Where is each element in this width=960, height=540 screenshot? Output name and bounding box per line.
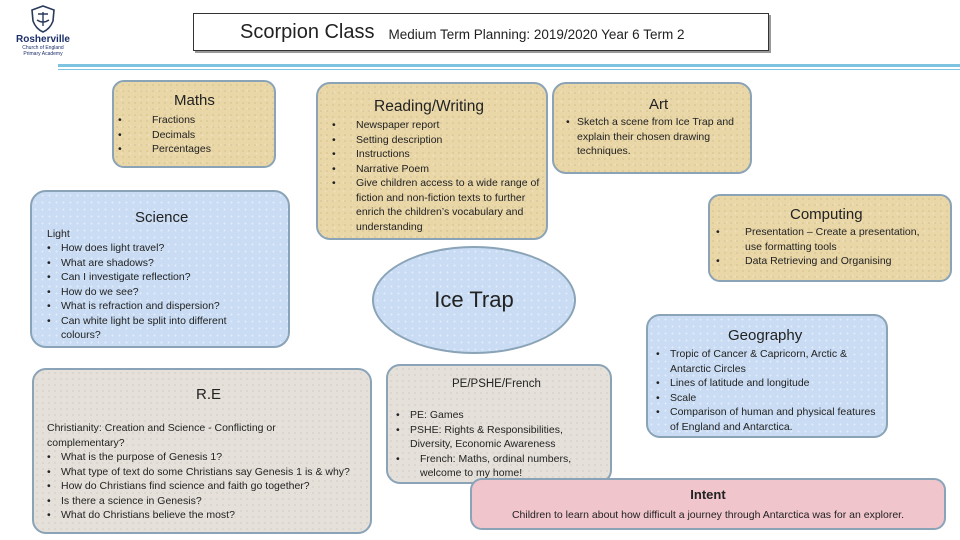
list-item: Decimals (118, 128, 211, 143)
intent-box: Intent Children to learn about how diffi… (470, 478, 946, 530)
list-item: How do we see? (47, 285, 257, 300)
list-item: PSHE: Rights & Responsibilities, Diversi… (396, 423, 592, 452)
list-item: Narrative Poem (332, 162, 542, 177)
geography-box: Geography Tropic of Cancer & Capricorn, … (646, 314, 888, 438)
art-list: Sketch a scene from Ice Trap and explain… (566, 115, 746, 159)
re-box: R.E Christianity: Creation and Science -… (32, 368, 372, 534)
list-item: Is there a science in Genesis? (47, 494, 367, 509)
maths-box: Maths Fractions Decimals Percentages (112, 80, 276, 168)
list-item: Can I investigate reflection? (47, 270, 257, 285)
reading-writing-list: Newspaper report Setting description Ins… (332, 118, 542, 234)
class-title: Scorpion Class (240, 20, 375, 43)
topic-ellipse: Ice Trap (372, 246, 576, 354)
list-item: Comparison of human and physical feature… (656, 405, 876, 434)
reading-writing-title: Reading/Writing (374, 98, 484, 115)
school-logo: Rosherville Church of England Primary Ac… (14, 2, 72, 60)
school-sub2: Primary Academy (23, 51, 63, 57)
pshe-box: PE/PSHE/French PE: Games PSHE: Rights & … (386, 364, 612, 484)
list-item: Setting description (332, 133, 542, 148)
list-item: PE: Games (396, 408, 592, 423)
crest-icon (31, 5, 55, 33)
geography-list: Tropic of Cancer & Capricorn, Arctic & A… (656, 347, 876, 434)
science-box: Science Light How does light travel? Wha… (30, 190, 290, 348)
art-box: Art Sketch a scene from Ice Trap and exp… (552, 82, 752, 174)
science-intro: Light (47, 228, 70, 240)
list-item: What is the purpose of Genesis 1? (47, 450, 367, 465)
header-rule (58, 64, 960, 67)
list-item: Sketch a scene from Ice Trap and explain… (566, 115, 746, 159)
science-title: Science (135, 209, 189, 226)
school-sub1: Church of England (22, 45, 64, 51)
list-item: Percentages (118, 142, 211, 157)
list-item: Tropic of Cancer & Capricorn, Arctic & A… (656, 347, 876, 376)
list-item: Newspaper report (332, 118, 542, 133)
list-item: French: Maths, ordinal numbers, welcome … (396, 452, 592, 481)
list-item: Presentation – Create a presentation, us… (716, 225, 936, 254)
list-item: Data Retrieving and Organising (716, 254, 936, 269)
re-intro: Christianity: Creation and Science - Con… (47, 422, 276, 449)
intent-text: Children to learn about how difficult a … (511, 509, 905, 521)
list-item: What type of text do some Christians say… (47, 465, 367, 480)
geography-title: Geography (728, 327, 803, 344)
art-title: Art (649, 96, 669, 113)
reading-writing-box: Reading/Writing Newspaper report Setting… (316, 82, 548, 240)
intent-title: Intent (690, 487, 726, 502)
list-item: How does light travel? (47, 241, 257, 256)
pshe-list: PE: Games PSHE: Rights & Responsibilitie… (396, 408, 592, 481)
list-item: What are shadows? (47, 256, 257, 271)
topic-title: Ice Trap (434, 287, 514, 312)
list-item: Scale (656, 391, 876, 406)
list-item: Fractions (118, 113, 211, 128)
maths-list: Fractions Decimals Percentages (118, 113, 211, 157)
science-list: How does light travel? What are shadows?… (47, 241, 257, 343)
list-item: What do Christians believe the most? (47, 508, 367, 523)
computing-box: Computing Presentation – Create a presen… (708, 194, 952, 282)
list-item: How do Christians find science and faith… (47, 479, 367, 494)
list-item: What is refraction and dispersion? (47, 299, 257, 314)
list-item: Can white light be split into different … (47, 314, 257, 343)
list-item: Give children access to a wide range of … (332, 176, 542, 234)
pshe-title: PE/PSHE/French (452, 378, 541, 390)
list-item: Instructions (332, 147, 542, 162)
header-rule-thin (58, 69, 960, 70)
header-subtitle: Medium Term Planning: 2019/2020 Year 6 T… (388, 26, 685, 42)
school-name: Rosherville (16, 34, 70, 45)
list-item: Lines of latitude and longitude (656, 376, 876, 391)
re-list: What is the purpose of Genesis 1? What t… (47, 450, 367, 523)
maths-title: Maths (174, 92, 215, 109)
header-box: Scorpion Class Medium Term Planning: 201… (193, 13, 769, 51)
computing-list: Presentation – Create a presentation, us… (716, 225, 936, 269)
re-title: R.E (196, 386, 222, 403)
computing-title: Computing (790, 206, 863, 223)
